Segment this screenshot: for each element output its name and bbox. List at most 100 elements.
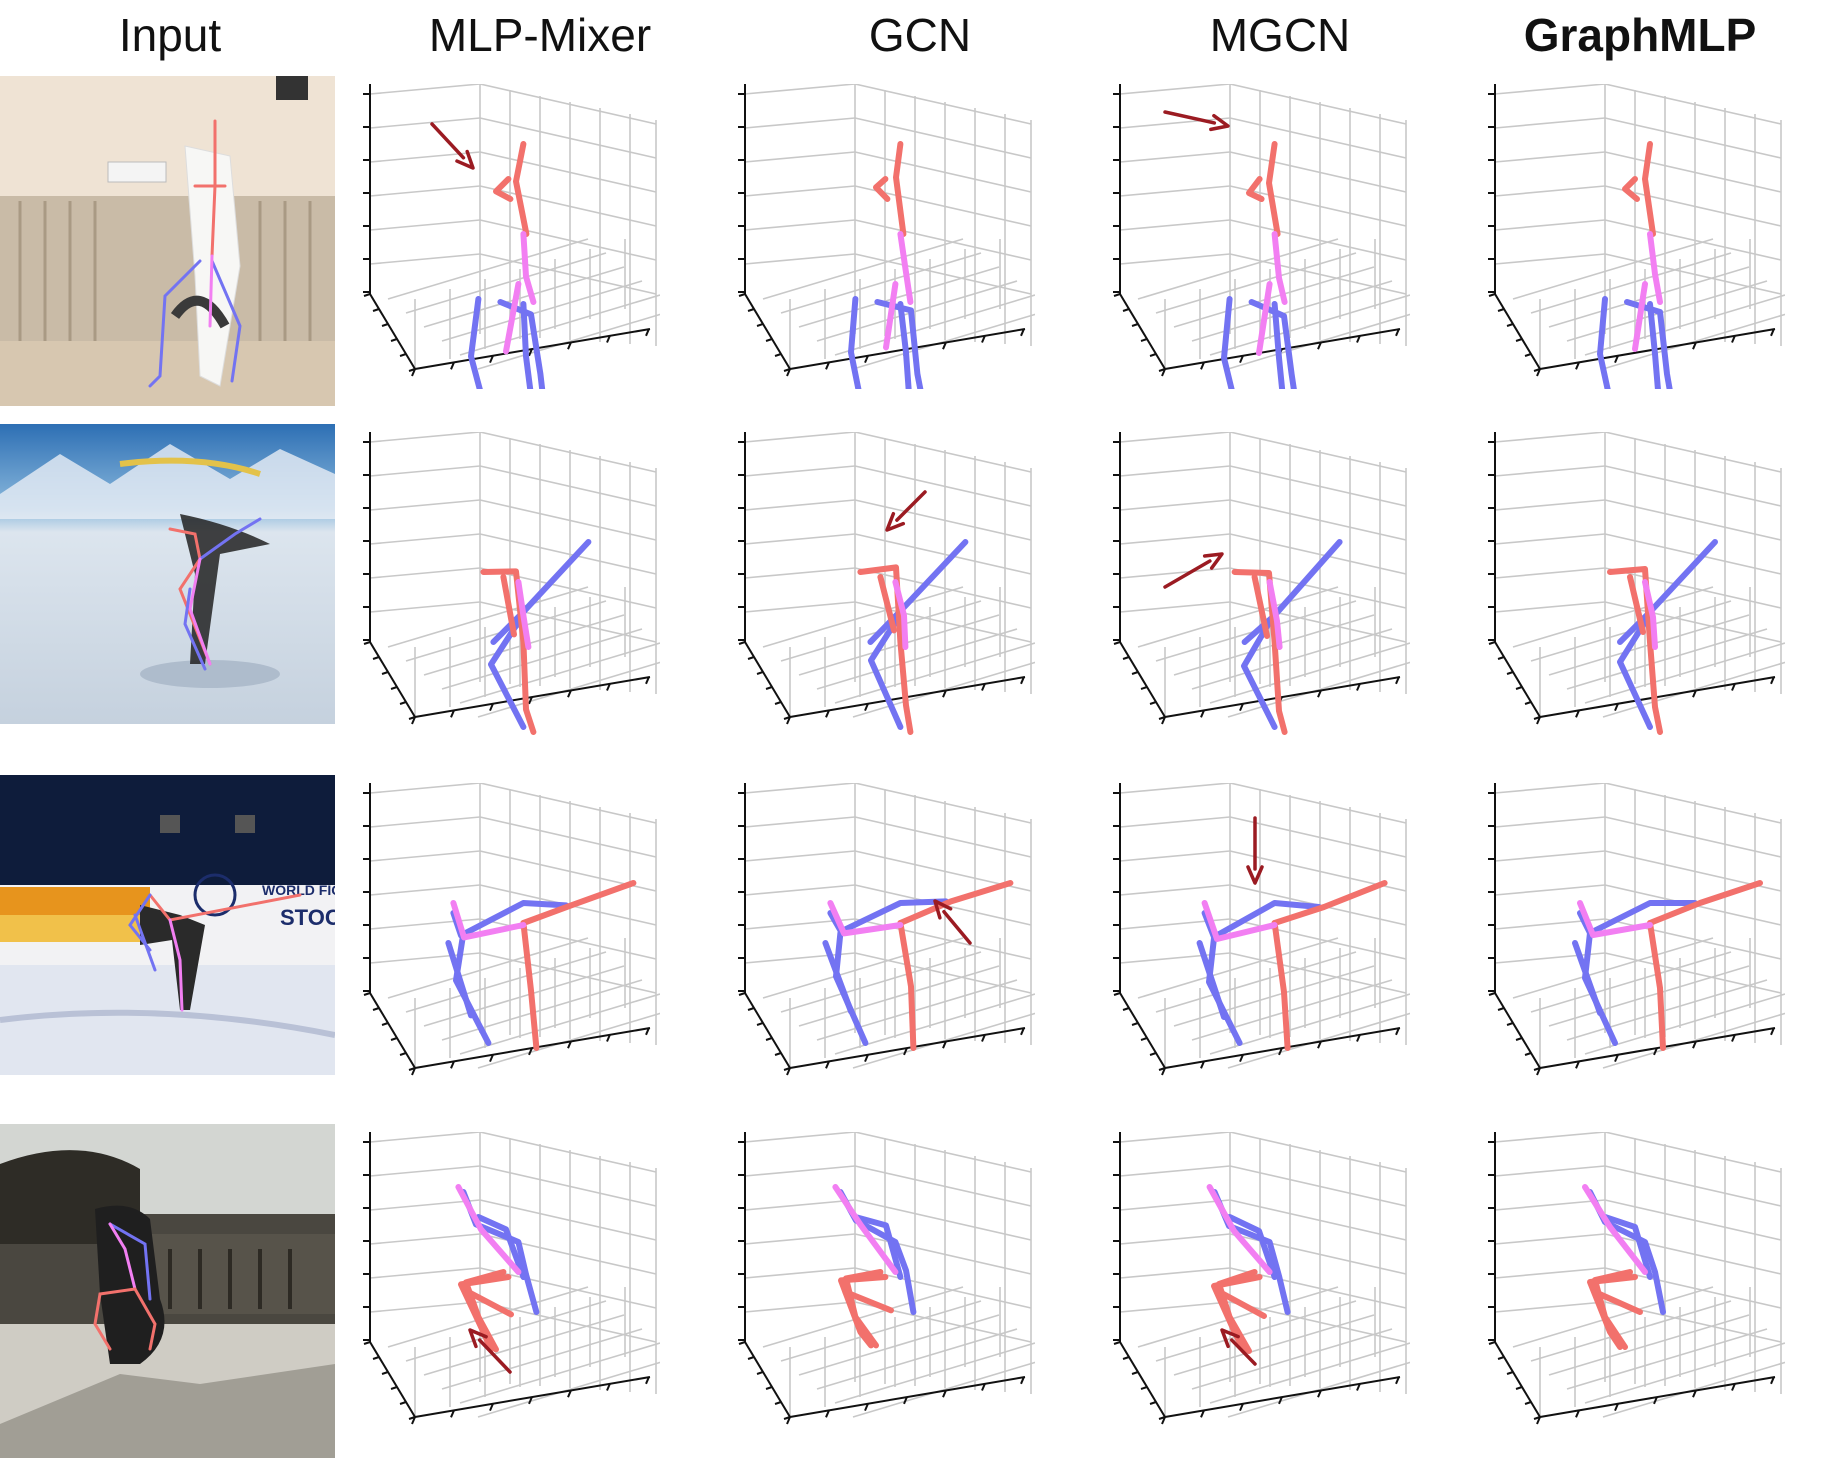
right-limb-2 bbox=[520, 920, 540, 1051]
skating-arena-scene: WORLD FIG STOC bbox=[0, 775, 335, 1075]
column-header-gcn: GCN bbox=[868, 9, 972, 61]
ice-rink-scene bbox=[0, 424, 335, 724]
axis-grid bbox=[1113, 783, 1410, 1076]
axis-grid bbox=[363, 84, 660, 377]
torso-1 bbox=[827, 900, 904, 937]
torso-2 bbox=[1256, 281, 1273, 356]
left-limb-2 bbox=[1602, 1214, 1653, 1280]
right-limb-1 bbox=[1231, 569, 1288, 735]
pose-panel-graphmlp-row-3 bbox=[1485, 783, 1785, 1088]
pose-panel-graphmlp-row-4 bbox=[1485, 1132, 1785, 1437]
axis-grid bbox=[363, 783, 660, 1076]
torso-1 bbox=[515, 579, 532, 650]
torso-1 bbox=[897, 231, 914, 305]
torso-1 bbox=[1266, 579, 1283, 650]
pose-panel-mgcn-row-3 bbox=[1110, 783, 1410, 1088]
skeleton bbox=[455, 1184, 540, 1353]
left-limb-3 bbox=[822, 940, 854, 1015]
skeleton bbox=[857, 539, 969, 735]
left-limb-2 bbox=[1226, 1214, 1278, 1280]
right-limb-2 bbox=[1622, 176, 1640, 202]
right-limb-2 bbox=[1587, 1274, 1638, 1350]
pose-panel-mlp-mixer-row-4 bbox=[360, 1132, 660, 1437]
right-limb-2 bbox=[1246, 176, 1265, 202]
left-limb-1 bbox=[1597, 296, 1611, 389]
skeleton bbox=[1231, 539, 1343, 735]
axis-grid bbox=[1488, 432, 1785, 725]
left-limb-3 bbox=[1647, 301, 1661, 389]
skeleton bbox=[480, 539, 592, 735]
input-photo-row-2 bbox=[0, 424, 335, 724]
right-limb-1 bbox=[1266, 141, 1281, 237]
column-header-mlp-mixer: MLP-Mixer bbox=[428, 9, 652, 61]
left-limb-1 bbox=[827, 898, 949, 935]
torso-2 bbox=[1632, 281, 1648, 352]
torso-2 bbox=[883, 281, 899, 351]
axis-grid bbox=[738, 1132, 1035, 1425]
input-photo-row-4 bbox=[0, 1124, 335, 1458]
skeleton bbox=[1572, 880, 1763, 1051]
right-limb-2 bbox=[1211, 1274, 1263, 1354]
right-limb-1 bbox=[897, 880, 1014, 926]
right-limb-1 bbox=[893, 141, 907, 237]
axis-grid bbox=[738, 84, 1035, 377]
right-limb-1 bbox=[520, 880, 637, 926]
left-limb-3 bbox=[1196, 940, 1227, 1020]
right-limb-1 bbox=[1592, 1269, 1633, 1350]
column-header-graphmlp: GraphMLP bbox=[1523, 9, 1757, 61]
torso-1 bbox=[1271, 231, 1288, 305]
right-limb-3 bbox=[1592, 1289, 1643, 1315]
torso-1 bbox=[1582, 1184, 1648, 1275]
right-limb-1 bbox=[463, 1269, 507, 1353]
pose-panel-mgcn-row-2 bbox=[1110, 432, 1410, 737]
dance-studio-scene bbox=[0, 76, 335, 406]
left-limb-2 bbox=[1206, 930, 1243, 1046]
left-limb-1 bbox=[1221, 296, 1235, 389]
input-photo-row-1 bbox=[0, 76, 335, 406]
pose-panel-mlp-mixer-row-1 bbox=[360, 84, 660, 389]
torso-1 bbox=[1201, 900, 1278, 942]
torso-1 bbox=[1206, 1184, 1273, 1275]
axis-grid bbox=[363, 432, 660, 725]
left-limb-1 bbox=[848, 296, 862, 389]
right-limb-2 bbox=[1647, 920, 1666, 1051]
pose-panel-graphmlp-row-2 bbox=[1485, 432, 1785, 737]
pose-panel-gcn-row-3 bbox=[735, 783, 1035, 1088]
skeleton bbox=[822, 880, 1014, 1051]
left-limb-2 bbox=[453, 930, 492, 1046]
right-limb-2 bbox=[877, 574, 897, 634]
torso-1 bbox=[892, 579, 909, 650]
right-limb-1 bbox=[480, 568, 537, 735]
torso-1 bbox=[1647, 231, 1663, 305]
left-limb-3 bbox=[445, 940, 474, 1019]
left-limb-1 bbox=[468, 296, 483, 389]
torso-1 bbox=[520, 231, 537, 305]
torso-1 bbox=[832, 1184, 899, 1275]
right-limb-2 bbox=[500, 574, 517, 638]
outdoor-terrace-scene bbox=[0, 1124, 335, 1458]
skeleton bbox=[1582, 1184, 1666, 1350]
torso-1 bbox=[1577, 900, 1653, 938]
right-limb-3 bbox=[842, 1289, 894, 1314]
skeleton bbox=[1597, 141, 1673, 389]
torso-2 bbox=[503, 281, 522, 355]
skeleton bbox=[468, 141, 546, 389]
left-limb-2 bbox=[852, 1214, 904, 1280]
skeleton bbox=[1221, 141, 1297, 389]
axis-grid bbox=[1113, 84, 1410, 377]
left-limb-2 bbox=[1617, 619, 1653, 730]
skeleton bbox=[1196, 880, 1388, 1051]
right-limb-1 bbox=[857, 564, 914, 735]
error-arrow bbox=[468, 1328, 512, 1374]
error-arrow bbox=[1246, 816, 1264, 885]
left-limb-3 bbox=[520, 301, 534, 389]
pose-panel-graphmlp-row-1 bbox=[1485, 84, 1785, 389]
skeleton bbox=[1607, 539, 1718, 735]
right-limb-1 bbox=[1216, 1269, 1258, 1354]
skeleton bbox=[1206, 1184, 1291, 1354]
left-limb-3 bbox=[1271, 301, 1286, 389]
right-limb-1 bbox=[1607, 566, 1663, 735]
right-limb-1 bbox=[1647, 880, 1763, 926]
banner-text-1: WORLD FIG bbox=[262, 882, 335, 898]
pose-panel-mgcn-row-4 bbox=[1110, 1132, 1410, 1437]
